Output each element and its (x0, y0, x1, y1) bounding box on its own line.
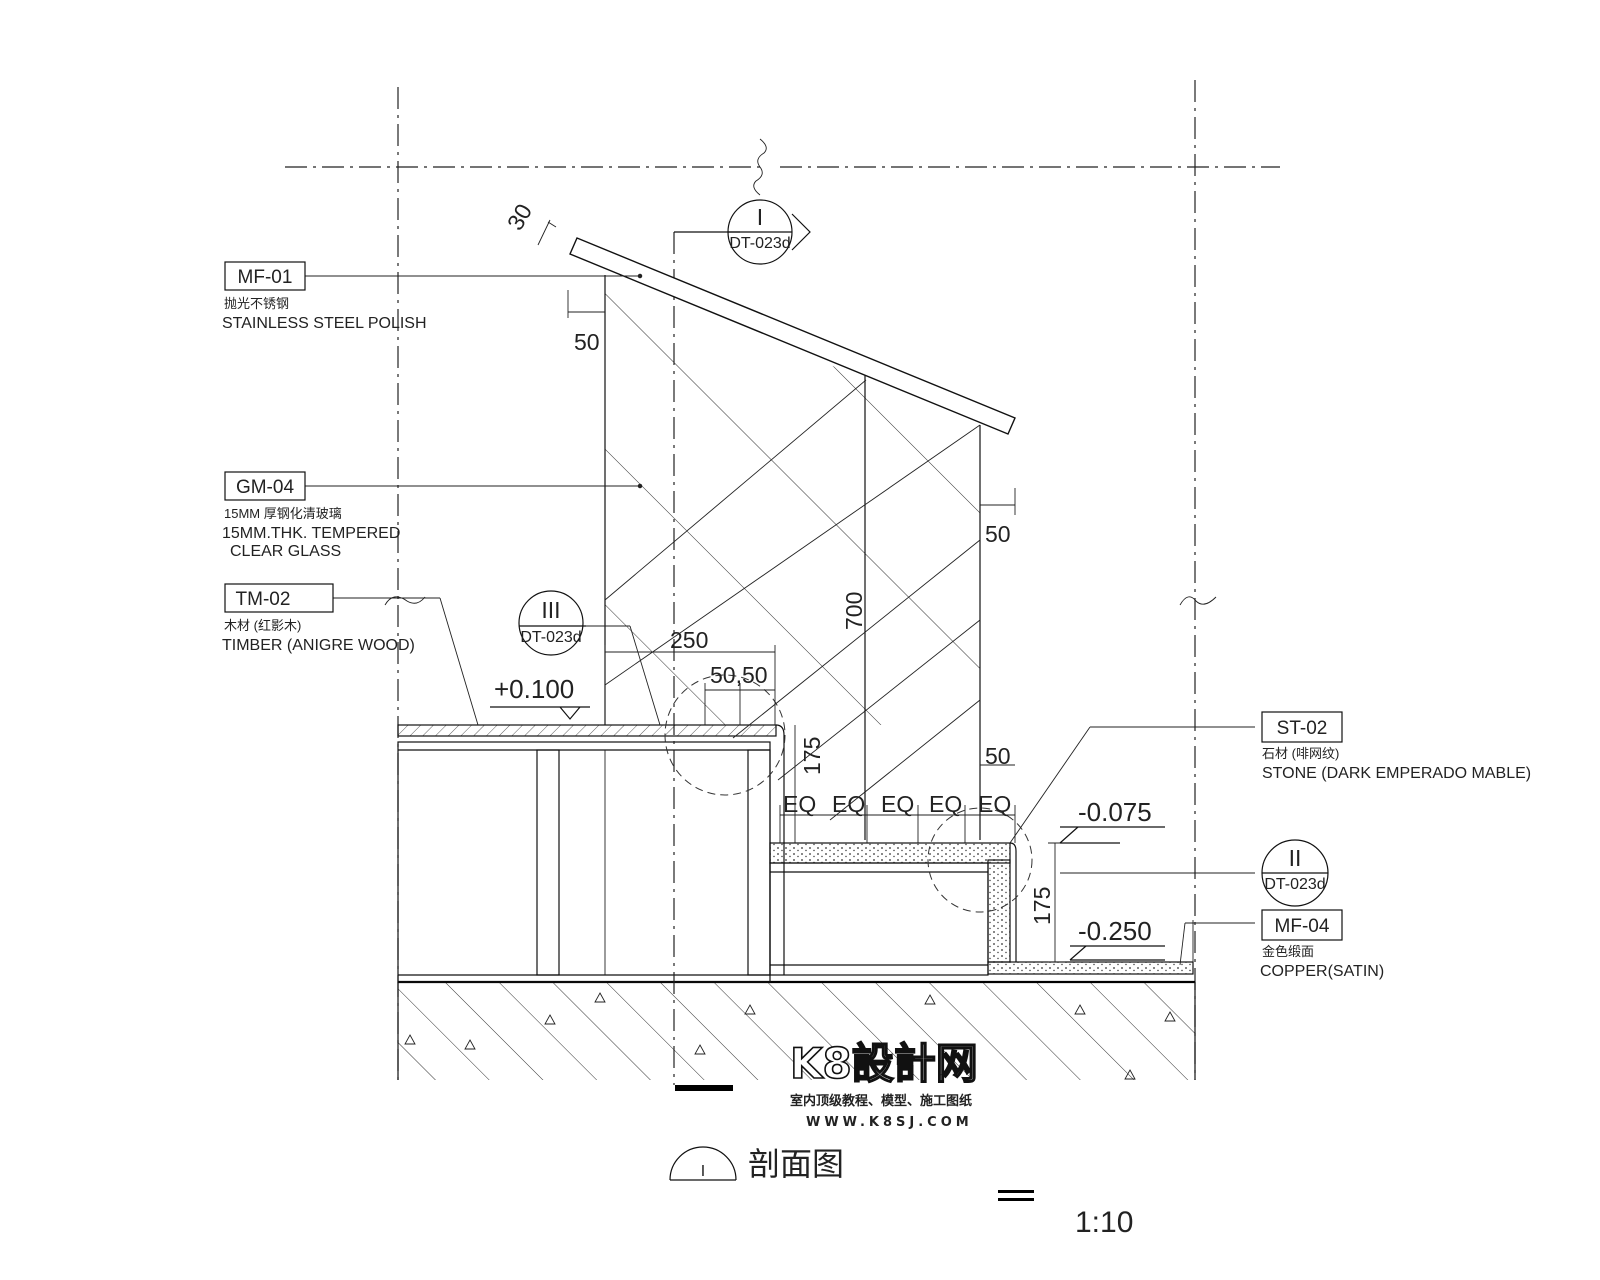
dim-eq-2: EQ (832, 791, 865, 817)
tag-gm04-en1: 15MM.THK. TEMPERED (222, 525, 400, 542)
dim-50-left: 50 (574, 329, 600, 355)
tag-gm04: GM-04 15MM 厚钢化清玻璃 15MM.THK. TEMPERED CLE… (222, 471, 400, 560)
tag-mf01-en: STAINLESS STEEL POLISH (222, 315, 427, 332)
callout-ii-ref: DT-023d (1264, 876, 1325, 893)
tag-tm02-en: TIMBER (ANIGRE WOOD) (222, 637, 415, 654)
detail-circle-iii (664, 674, 786, 796)
elevation-marks (490, 706, 1165, 961)
dim-eq-1: EQ (783, 791, 816, 817)
glass-panel (604, 231, 981, 1085)
tag-mf04: MF-04 金色缎面 COPPER(SATIN) (1260, 909, 1384, 980)
tag-gm04-cn: 15MM 厚钢化清玻璃 (224, 506, 342, 521)
tag-tm02-cn: 木材 (红影木) (224, 618, 301, 633)
callout-iii-number: III (541, 597, 560, 623)
callout-ii: II DT-023d (1261, 839, 1329, 907)
callout-iii: III DT-023d (518, 590, 586, 656)
dim-eq-5: EQ (978, 791, 1011, 817)
callout-iii-ref: DT-023d (520, 629, 581, 646)
watermark-brand: K8設計网 (790, 1039, 978, 1088)
callout-i: I DT-023d (727, 199, 811, 265)
title-block: I 剖面图 1:10 (669, 1146, 1133, 1239)
tag-tm02-code: TM-02 (236, 589, 291, 610)
title-marker: I (701, 1163, 705, 1180)
tag-mf04-code: MF-04 (1275, 916, 1330, 937)
tag-gm04-en2: CLEAR GLASS (230, 543, 341, 560)
elevation-minus-0075: -0.075 (1078, 797, 1152, 827)
detail-circle-ii (927, 807, 1033, 913)
elevation-minus-0250: -0.250 (1078, 916, 1152, 946)
tag-mf01: MF-01 抛光不锈钢 STAINLESS STEEL POLISH (222, 261, 427, 332)
dim-250: 250 (670, 627, 708, 653)
elevation-plus-0100: +0.100 (494, 674, 574, 704)
watermark: K8設計网 室内顶级教程、模型、施工图纸 WWW.K8SJ.COM (789, 1038, 978, 1130)
dim-50-low: 50 (985, 743, 1011, 769)
dim-eq-3: EQ (881, 791, 914, 817)
tag-tm02: TM-02 木材 (红影木) TIMBER (ANIGRE WOOD) (222, 583, 415, 654)
callout-i-ref: DT-023d (729, 235, 790, 252)
upper-step (397, 724, 785, 983)
dim-30: 30 (502, 199, 537, 234)
tag-mf04-cn: 金色缎面 (1262, 944, 1314, 959)
drawing-scale: 1:10 (1075, 1206, 1133, 1239)
tag-st02: ST-02 石材 (啡网纹) STONE (DARK EMPERADO MABL… (1261, 711, 1531, 782)
dim-175-right: 175 (1029, 887, 1055, 925)
drawing-title: 剖面图 (748, 1146, 844, 1182)
tag-gm04-code: GM-04 (236, 477, 295, 498)
steel-cap (569, 237, 1016, 435)
dimension-texts: 30 50 50 50 700 250 50,50 175 175 EQ EQ … (502, 199, 1055, 925)
tag-mf01-code: MF-01 (238, 267, 293, 288)
dim-50-right: 50 (985, 521, 1011, 547)
watermark-slogan: 室内顶级教程、模型、施工图纸 (790, 1093, 972, 1109)
tag-st02-cn: 石材 (啡网纹) (1262, 746, 1339, 761)
tag-st02-code: ST-02 (1277, 718, 1328, 739)
dim-eq-4: EQ (929, 791, 962, 817)
dim-50-50: 50,50 (710, 662, 768, 688)
dim-175-left: 175 (799, 737, 825, 775)
dimension-lines (537, 219, 1065, 963)
lower-step (769, 842, 1194, 976)
tag-st02-en: STONE (DARK EMPERADO MABLE) (1262, 765, 1531, 782)
tag-mf04-en: COPPER(SATIN) (1260, 963, 1384, 980)
floor-slab (397, 980, 1196, 1091)
leader-lines (305, 273, 1255, 966)
watermark-url: WWW.K8SJ.COM (806, 1115, 973, 1130)
callout-i-number: I (757, 204, 763, 230)
dim-700: 700 (841, 592, 867, 630)
tag-mf01-cn: 抛光不锈钢 (224, 296, 289, 311)
callout-ii-number: II (1289, 845, 1302, 871)
